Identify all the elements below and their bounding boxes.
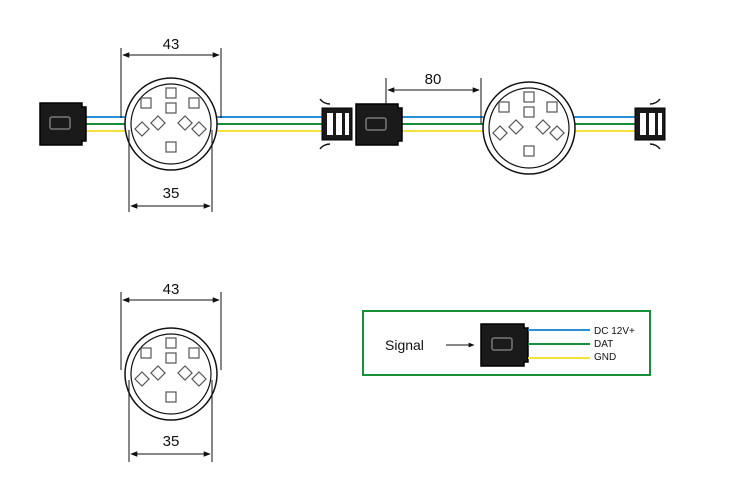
female-connector-left xyxy=(39,102,87,146)
dimension-35-bottom: 35 xyxy=(128,380,213,462)
wire-bundle-left xyxy=(82,116,130,132)
dimension-label-80: 80 xyxy=(425,71,442,88)
wire-bundle-middle-1 xyxy=(212,116,322,132)
dimension-43-bottom: 43 xyxy=(120,281,222,370)
dimension-label-43-bottom: 43 xyxy=(163,281,180,298)
signal-label: Signal xyxy=(385,337,424,353)
male-connector-middle xyxy=(319,98,353,150)
dimension-80: 80 xyxy=(385,71,482,124)
led-chip-group-3 xyxy=(134,337,207,403)
male-connector-right xyxy=(634,98,666,150)
signal-legend: Signal DC 12V+ DAT GND xyxy=(362,310,651,376)
dimension-35-top: 35 xyxy=(128,130,213,212)
dimension-label-43: 43 xyxy=(163,36,180,53)
wire-bundle-middle-2 xyxy=(398,116,488,132)
legend-label-dat: DAT xyxy=(594,339,613,350)
legend-connector xyxy=(480,323,529,367)
dimension-43-top: 43 xyxy=(120,36,222,118)
female-connector-middle xyxy=(355,103,403,146)
top-chain: 43 35 80 xyxy=(39,36,666,212)
legend-label-gnd: GND xyxy=(594,352,616,363)
led-chip-group-1 xyxy=(134,87,207,153)
dimension-label-35: 35 xyxy=(163,185,180,202)
led-module-2 xyxy=(482,81,576,175)
legend-label-dc: DC 12V+ xyxy=(594,326,635,337)
dimension-label-35-bottom: 35 xyxy=(163,433,180,450)
led-module-1 xyxy=(124,77,218,171)
bottom-module-view: 43 35 xyxy=(120,281,222,462)
led-module-3 xyxy=(124,327,218,421)
led-chip-group-2 xyxy=(492,91,565,157)
wire-bundle-right xyxy=(570,116,635,132)
